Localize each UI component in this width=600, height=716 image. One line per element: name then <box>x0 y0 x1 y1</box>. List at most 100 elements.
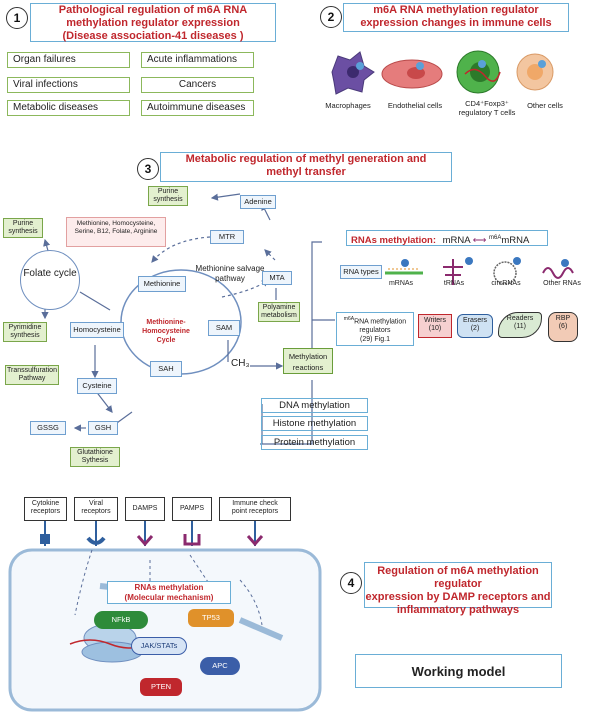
regulators-line2: regulators <box>359 327 391 335</box>
readers-count: (11) <box>514 323 526 330</box>
panel4-title: Regulation of m6A methylation regulator … <box>364 562 552 616</box>
salvage-label: Methionine salvage pathway <box>195 264 265 283</box>
pten-node: PTEN <box>140 678 182 696</box>
receptor-viral: Viral receptors <box>74 497 118 521</box>
receptor-viral-line2: receptors <box>81 508 111 515</box>
dna-methylation: DNA methylation <box>261 398 368 413</box>
regulators-line1: RNA methylation <box>354 318 407 326</box>
label-endothelial: Endothelial cells <box>387 101 443 110</box>
receptor-cytokine-line2: receptors <box>30 508 61 515</box>
label-treg-line1: CD4⁺Foxp3⁺ <box>465 99 509 108</box>
regulators-sup: m6A <box>343 316 355 322</box>
writers-box: Writers (10) <box>418 314 452 338</box>
methionine-node: Methionine <box>138 276 186 292</box>
disease-organ-failures: Organ failures <box>7 52 130 68</box>
panel3-number: 3 <box>137 158 159 180</box>
mtr-node: MTR <box>210 230 244 244</box>
panel3-title-line1: Metabolic regulation of methyl generatio… <box>185 153 427 165</box>
rnas-to: mRNA <box>501 235 530 247</box>
nutrients-box: Methionine, Homocysteine, Serine, B12, F… <box>66 217 166 247</box>
disease-metabolic: Metabolic diseases <box>7 100 130 116</box>
rnas-from: mRNA <box>442 235 471 247</box>
gssg-node: GSSG <box>30 421 66 435</box>
panel3-title: Metabolic regulation of methyl generatio… <box>160 152 452 182</box>
receptor-immune-checkpoint: Immune check point receptors <box>219 497 291 521</box>
other-rna-icon <box>542 267 574 279</box>
rnas-to-sup: m6A <box>488 235 502 241</box>
jak-stats-node: JAK/STATs <box>131 637 187 655</box>
panel1-title: Pathological regulation of m6A RNA methy… <box>30 3 276 42</box>
rbp-name: RBP <box>555 315 571 322</box>
label-treg-line2: regulatory T cells <box>458 108 516 117</box>
panel1-number: 1 <box>6 7 28 29</box>
transsulfuration-box: Transsulfuration Pathway <box>5 365 59 385</box>
receptor-pamps: PAMPS <box>172 497 212 521</box>
cycle-label-line2: Cycle <box>156 337 176 344</box>
sah-node: SAH <box>150 361 182 377</box>
trna-icon <box>443 259 463 285</box>
receptor-cytokine-line1: Cytokine <box>31 500 60 507</box>
cycle-label-line1: Methionine-Homocysteine <box>142 319 190 335</box>
receptor-checkpoint-line2: point receptors <box>231 508 279 515</box>
ch3-label: CH₃ <box>231 358 250 369</box>
panel3-title-line2: methyl transfer <box>266 166 346 178</box>
rnas-title: RNAs methylation: <box>351 235 436 247</box>
writers-count: (10) <box>428 325 442 332</box>
polyamine-box: Polyamine metabolism <box>258 302 300 322</box>
readers-name: Readers <box>506 315 534 322</box>
cell-illustration <box>8 521 322 712</box>
circrna-icon <box>493 261 517 285</box>
panel4-number: 4 <box>340 572 362 594</box>
label-macrophages: Macrophages <box>325 101 371 110</box>
panel1-title-line3: (Disease association-41 diseases ) <box>62 30 244 42</box>
apc-node: APC <box>200 657 240 675</box>
panel2-title-line1: m6A RNA methylation regulator <box>373 4 539 16</box>
methylation-reactions-box: Methylation reactions <box>283 348 333 374</box>
panel1-title-line1: Pathological regulation of m6A RNA <box>58 4 248 16</box>
regulators-box: m6ARNA methylation regulators (29) Fig.1 <box>336 312 414 346</box>
purine-synthesis-left: Purine synthesis <box>3 218 43 238</box>
label-mrnas: mRNAs <box>388 280 414 287</box>
label-trnas: tRNAs <box>443 280 465 287</box>
erasers-count: (2) <box>470 325 480 332</box>
erasers-box: Erasers (2) <box>457 314 493 338</box>
rbp-count: (6) <box>558 323 568 330</box>
mechanism-line1: RNAs methylation <box>134 583 204 592</box>
glutathione-box: Glutathione Sythesis <box>70 447 120 467</box>
homocysteine-node: Homocysteine <box>70 322 124 338</box>
receptor-damps: DAMPS <box>125 497 165 521</box>
label-treg: CD4⁺Foxp3⁺ regulatory T cells <box>450 99 524 117</box>
receptor-viral-line1: Viral <box>89 500 103 507</box>
damps-receptor-icon <box>136 535 154 547</box>
receptor-checkpoint-line1: Immune check <box>232 500 278 507</box>
cell-membrane <box>8 548 322 712</box>
pamps-receptor-icon <box>183 534 201 546</box>
regulators-line3: (29) Fig.1 <box>360 336 390 344</box>
erasers-name: Erasers <box>462 317 488 324</box>
label-other-rnas: Other RNAs <box>543 280 581 287</box>
adenine-node: Adenine <box>240 195 276 209</box>
purine-synthesis-top: Purine synthesis <box>148 186 188 206</box>
histone-methylation: Histone methylation <box>261 416 368 431</box>
rnas-methylation-header: RNAs methylation: mRNA ⟷ m6AmRNA <box>346 230 548 246</box>
panel4-title-line1: Regulation of m6A methylation regulator <box>377 565 539 590</box>
disease-cancers: Cancers <box>141 77 254 93</box>
panel2-title: m6A RNA methylation regulator expression… <box>343 3 569 32</box>
label-other-cells: Other cells <box>527 101 563 110</box>
pyrimidine-box: Pyrimidine synthesis <box>3 322 47 342</box>
receptor-cytokine: Cytokine receptors <box>24 497 67 521</box>
rna-types-box: RNA types <box>340 265 382 279</box>
panel4-title-line2: expression by DAMP receptors and <box>365 591 551 603</box>
gsh-node: GSH <box>88 421 118 435</box>
panel2-title-line2: expression changes in immune cells <box>360 17 552 29</box>
panel1-title-line2: methylation regulator expression <box>66 17 240 29</box>
mechanism-box: RNAs methylation (Molecular mechanism) <box>107 581 231 604</box>
rna-types-illustration <box>385 257 574 285</box>
panel2-number: 2 <box>320 6 342 28</box>
writers-name: Writers <box>423 317 447 324</box>
cytokine-receptor-icon <box>40 534 50 544</box>
immune-cells-illustration <box>331 50 554 95</box>
disease-autoimmune: Autoimmune diseases <box>141 100 254 116</box>
cycle-label: Methionine-Homocysteine Cycle <box>124 318 208 345</box>
viral-receptor-icon <box>86 536 106 545</box>
